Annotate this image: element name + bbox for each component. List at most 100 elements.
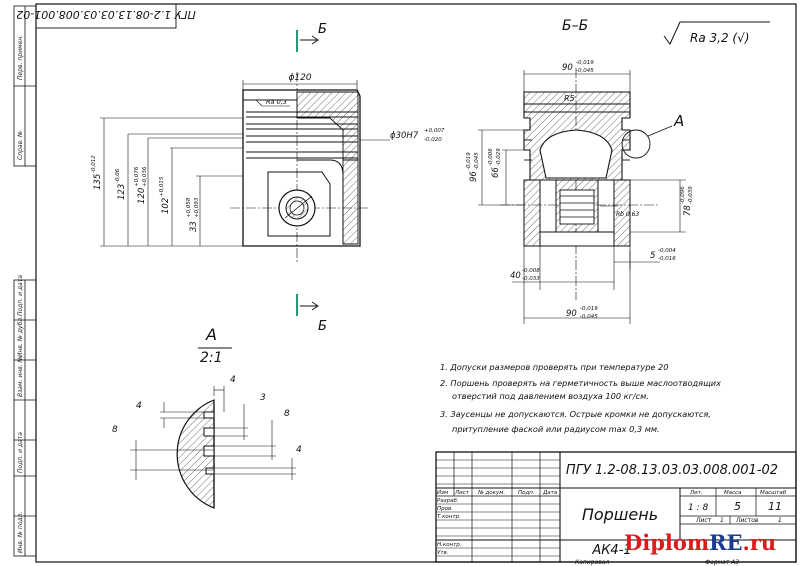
sheets-label: Листов [735,517,759,524]
detail-title: А [205,325,217,344]
dim-w90: 90 [562,63,573,73]
front-view-dims: ϕ120 Ra 0,3 ϕ30H7 +0,007 -0,020 135 -0,0… [91,22,445,334]
dim-w90b: 90 [566,309,577,319]
dim-a8b: 8 [112,425,118,435]
dim-d30-low: -0,020 [424,137,442,143]
note-2-cont: отверстий под давлением воздуха 100 кг/с… [452,391,649,401]
dim-h96-low: -0,045 [474,152,480,170]
stamp-label-first-use: Перв. примен. [17,35,24,80]
dim-d30: ϕ30H7 [390,131,419,141]
dim-h33-up: +0,058 [186,197,192,218]
dim-h33: 33 [189,221,199,232]
mirrored-doc-code: ПГУ 1.2-08.13.03.03.008.001-02 [16,8,196,21]
side-stamp-labels: Перв. примен. Справ. № Подп. и дата Инв.… [17,35,24,553]
sheet-value: 1 [720,517,724,524]
dim-a4c: 4 [296,445,302,455]
row-tkontr: Т.контр. [437,514,461,520]
row-nkontr: Н.контр. [437,542,462,548]
watermark-logo: DiplomRE.ru [624,530,776,555]
dim-h123: 123 [117,184,127,200]
dim-w5: 5 [650,251,655,261]
col-doc: № докум. [477,490,505,496]
section-title: Б–Б [562,18,588,34]
sheet-label: Лист [695,517,712,524]
dim-rb: Rb 0,63 [616,211,639,218]
stamp-label-orig-inv: Инв. № подл. [17,512,24,553]
dim-h78-low: -0,039 [688,186,694,204]
dim-ra03: Ra 0,3 [266,98,287,106]
dim-w5-up: -0,004 [658,248,676,254]
dim-d30-up: +0,007 [424,128,445,134]
dim-h78-up: -0,096 [680,186,686,204]
dim-w40-low: -0,033 [522,276,540,282]
section-view-dims: Б–Б 90 -0,019 -0,045 R5 96 -0,019 -0,045… [466,18,694,320]
format-label: Формат А3 [705,559,739,566]
lit-value: 1 : 8 [688,503,708,513]
dim-a4b: 4 [136,401,142,411]
drawing-frame [35,3,797,563]
dim-h120-up: +0,076 [134,166,140,187]
col-sign: Подп. [518,490,535,496]
dim-h96-up: -0,019 [466,152,472,170]
part-name: Поршень [582,505,658,524]
row-razrab: Разраб. [437,498,459,504]
dim-h102-tol: +0,015 [159,176,165,197]
dim-h120-low: +0,036 [142,166,148,187]
sheets-value: 1 [778,517,782,524]
section-mark-top: Б [318,22,327,37]
title-block-text: ПГУ 1.2-08.13.03.03.008.001-02 Поршень А… [437,463,787,566]
scale-header: Масштаб [760,490,787,496]
dim-h66: 66 [491,167,501,178]
dim-h102: 102 [161,198,171,214]
dim-a8a: 8 [284,409,290,419]
mass-header: Масса [724,490,742,496]
dim-h135-tol: -0,012 [91,155,97,173]
dim-a3: 3 [260,393,266,403]
watermark-part3: .ru [742,530,777,555]
roughness-mark: Ra 3,2 (√) [663,21,770,45]
dim-h78: 78 [683,205,693,216]
detail-scale: 2:1 [200,350,223,366]
detail-mark: А [673,112,684,130]
note-2: 2. Поршень проверять на герметичность вы… [440,378,721,388]
detail-a-dims: А 2:1 4 4 3 8 8 4 [112,325,302,455]
mass-value: 5 [734,500,741,513]
dim-d120: ϕ120 [288,73,311,83]
copied-label: Копировал [575,559,609,566]
dim-w5-low: -0,016 [658,256,676,262]
watermark-part2: RE [709,530,743,555]
col-list: Лист [454,490,470,496]
stamp-label-dup-inv: Инв. № дубл. [17,316,24,357]
stamp-label-ref: Справ. № [17,131,24,160]
roughness-text: Ra 3,2 (√) [690,31,749,45]
row-utv: Утв. [437,550,449,556]
row-prov: Пров. [437,506,453,512]
side-stamp [13,5,37,557]
dim-w40: 40 [510,271,521,281]
note-3: 3. Заусенцы не допускаются. Острые кромк… [440,409,711,419]
dim-h96: 96 [469,171,479,182]
section-mark-bottom: Б [318,319,327,334]
stamp-label-sign-date-2: Подп. и дата [17,432,24,473]
mirrored-code-box [35,3,177,29]
col-date: Дата [542,490,558,496]
dim-w90b-low: -0,045 [580,314,598,320]
dim-r5: R5 [564,94,575,103]
material: АК4-1 [591,543,631,558]
doc-code: ПГУ 1.2-08.13.03.03.008.001-02 [566,463,778,478]
dim-h123-tol: -0,06 [115,168,121,183]
col-izm: Изм [437,490,448,496]
stamp-label-repl-inv: Взам. инв. № [17,356,24,397]
dim-w90-up: -0,019 [576,60,594,66]
dim-h135: 135 [93,174,103,190]
scale-value: 11 [768,500,782,513]
watermark-part1: Diplom [624,530,710,555]
detail-a-view [130,386,296,509]
note-1: 1. Допуски размеров проверять при темпер… [440,362,669,372]
note-3-cont: притупление фаской или радиусом max 0,3 … [452,424,660,434]
lit-header: Лит. [689,490,703,496]
dim-h33-low: +0,093 [194,197,200,218]
section-view [478,68,686,324]
